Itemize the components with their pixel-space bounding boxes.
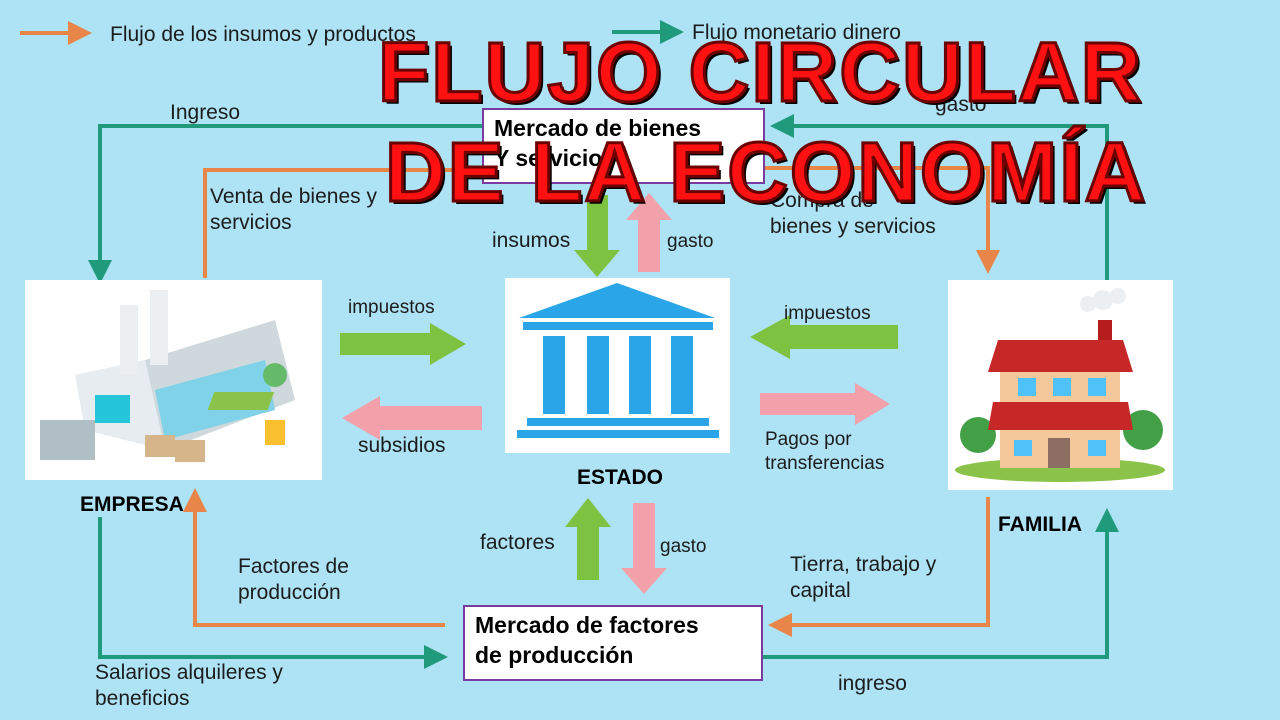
factor-market-box: Mercado de factores de producción bbox=[463, 605, 763, 681]
arrow-subsidios bbox=[342, 396, 482, 440]
arrow-gasto-up bbox=[626, 193, 672, 272]
flow-gasto-top bbox=[770, 114, 1109, 282]
flow-ingreso-bottom bbox=[763, 508, 1119, 659]
label-factores: factores bbox=[480, 531, 555, 554]
arrow-insumos bbox=[574, 195, 620, 277]
label-impuestos-left: impuestos bbox=[348, 297, 435, 318]
empresa-label: EMPRESA bbox=[80, 493, 184, 516]
goods-market-box: Mercado de bienes Y servicios bbox=[482, 108, 765, 184]
label-gasto-top: gasto bbox=[935, 93, 987, 116]
flow-ingreso-top bbox=[88, 124, 482, 284]
label-factores-produccion: Factores de producción bbox=[238, 555, 349, 605]
arrow-factores bbox=[565, 498, 611, 580]
flow-tierra bbox=[768, 497, 990, 637]
factory-icon bbox=[40, 290, 295, 462]
legend-goods-label: Flujo de los insumos y productos bbox=[110, 23, 416, 46]
estado-label: ESTADO bbox=[577, 466, 663, 489]
label-impuestos-right: impuestos bbox=[784, 303, 871, 324]
label-subsidios: subsidios bbox=[358, 434, 446, 457]
empresa-panel bbox=[25, 280, 322, 480]
label-salarios: Salarios alquileres y beneficios bbox=[95, 661, 283, 711]
label-gasto-down: gasto bbox=[660, 536, 707, 557]
arrow-pagos bbox=[760, 383, 890, 425]
title-line-2: DE LA ECONOMÍA bbox=[383, 125, 1148, 219]
estado-panel bbox=[505, 278, 730, 453]
label-pagos: Pagos por transferencias bbox=[765, 429, 885, 474]
arrow-impuestos-right bbox=[750, 315, 898, 359]
label-ingreso-bottom: ingreso bbox=[838, 672, 907, 695]
arrow-impuestos-left bbox=[340, 323, 466, 365]
label-compra: Compra de bienes y servicios bbox=[770, 189, 936, 239]
label-ingreso-top: Ingreso bbox=[170, 101, 241, 124]
label-venta: Venta de bienes y servicios bbox=[210, 185, 377, 235]
flow-venta bbox=[203, 168, 482, 278]
familia-panel bbox=[948, 280, 1173, 490]
label-tierra: Tierra, trabajo y capital bbox=[790, 553, 937, 603]
title-line-1: FLUJO CIRCULAR bbox=[376, 25, 1144, 119]
familia-label: FAMILIA bbox=[998, 513, 1082, 536]
house-icon bbox=[955, 288, 1165, 482]
flow-compra bbox=[765, 166, 1000, 274]
label-insumos: insumos bbox=[492, 229, 571, 252]
flow-salarios bbox=[98, 517, 448, 669]
government-building-icon bbox=[517, 283, 719, 438]
label-gasto-up: gasto bbox=[667, 231, 714, 252]
flow-factores-produccion bbox=[183, 488, 445, 627]
arrow-gasto-down bbox=[621, 503, 667, 594]
legend-money-label: Flujo monetario dinero bbox=[692, 21, 901, 44]
